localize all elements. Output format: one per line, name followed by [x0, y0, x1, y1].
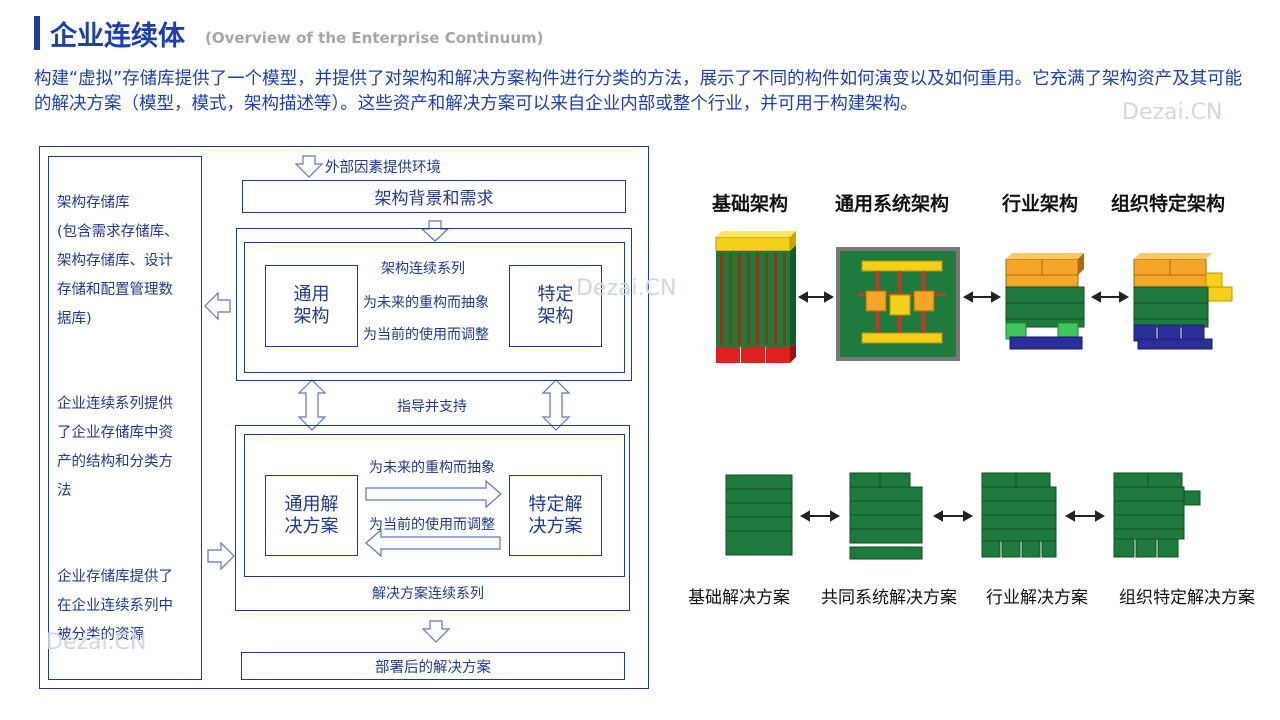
sidebar-text-continuum: 企业连续系列提供 了企业存储库中资 产的结构和分类方 法	[57, 396, 173, 499]
arch-continuum-title: 架构连续系列	[381, 261, 465, 277]
watermark-top: Dezai.CN	[1122, 100, 1223, 125]
organization-solution-graphic	[1113, 472, 1201, 558]
solution-continuum-outer	[235, 425, 630, 611]
page-subtitle: (Overview of the Enterprise Continuum)	[205, 29, 544, 47]
watermark-left: Dezai.CN	[46, 630, 147, 655]
industry-architecture-graphic	[1005, 253, 1085, 350]
organization-architecture-graphic	[1133, 253, 1233, 350]
down-arrow-icon	[294, 155, 324, 178]
down-arrow-icon	[420, 220, 450, 242]
continuum-block-illustration	[715, 231, 1233, 560]
arch-continuum-inner	[244, 242, 625, 373]
title-accent-bar	[34, 16, 40, 50]
solution-label-industry: 行业解决方案	[986, 588, 1088, 608]
guide-support-label: 指导并支持	[397, 399, 467, 415]
intro-paragraph: 构建“虚拟”存储库提供了一个模型，并提供了对架构和解决方案构件进行分类的方法，展…	[34, 69, 1243, 114]
generic-solution-box: 通用解 决方案	[265, 475, 358, 556]
enterprise-continuum-frame	[39, 146, 649, 689]
arch-link-arrows	[797, 291, 1130, 303]
right-arrow-icon	[365, 479, 502, 509]
arch-label-foundation: 基础架构	[712, 193, 789, 215]
solution-abstract-label: 为未来的重构而抽象	[369, 460, 495, 476]
arch-continuum-outer	[236, 228, 632, 381]
common-systems-architecture-graphic	[836, 247, 960, 361]
double-arrow-icon	[297, 379, 327, 431]
left-diagram-arrows	[204, 155, 571, 643]
arch-context-box: 架构背景和需求	[242, 180, 626, 213]
external-factors-label: 外部因素提供环境	[325, 160, 441, 176]
sidebar-text-resources: 企业存储库提供了 在企业连续系列中 被分类的资源	[57, 569, 173, 643]
right-arrow-icon	[207, 541, 235, 571]
foundation-solution-graphic	[725, 474, 793, 556]
common-solution-graphic	[849, 472, 923, 560]
solution-continuum-title: 解决方案连续系列	[372, 586, 484, 602]
arch-abstract-label: 为未来的重构而抽象	[363, 295, 489, 311]
industry-solution-graphic	[981, 472, 1057, 558]
arch-adapt-label: 为当前的使用而调整	[363, 327, 489, 343]
solution-link-arrows	[799, 510, 1106, 522]
deployed-solution-box: 部署后的解决方案	[241, 652, 625, 680]
double-arrow-icon	[541, 379, 571, 431]
sidebar-text-repository: 架构存储库 (包含需求存储库、 架构存储库、设计 存储和配置管理数 据库)	[57, 195, 179, 327]
down-arrow-icon	[421, 620, 451, 643]
arch-label-common: 通用系统架构	[835, 193, 950, 215]
watermark-center: Dezai.CN	[576, 276, 677, 301]
solution-continuum-inner	[244, 434, 625, 577]
solution-label-foundation: 基础解决方案	[688, 588, 790, 608]
repository-sidebar	[48, 156, 202, 680]
solution-label-organization: 组织特定解决方案	[1119, 588, 1255, 608]
specific-arch-box: 特定 架构	[509, 265, 602, 347]
arch-label-organization: 组织特定架构	[1111, 193, 1226, 215]
solution-label-common: 共同系统解决方案	[821, 588, 957, 608]
generic-arch-box: 通用 架构	[265, 265, 358, 347]
arch-label-industry: 行业架构	[1002, 193, 1079, 215]
page-title: 企业连续体	[50, 21, 185, 52]
solution-adapt-label: 为当前的使用而调整	[369, 517, 495, 533]
left-arrow-icon	[204, 291, 231, 321]
foundation-architecture-graphic	[715, 231, 796, 363]
left-arrow-icon	[365, 528, 501, 558]
specific-solution-box: 特定解 决方案	[509, 475, 602, 556]
